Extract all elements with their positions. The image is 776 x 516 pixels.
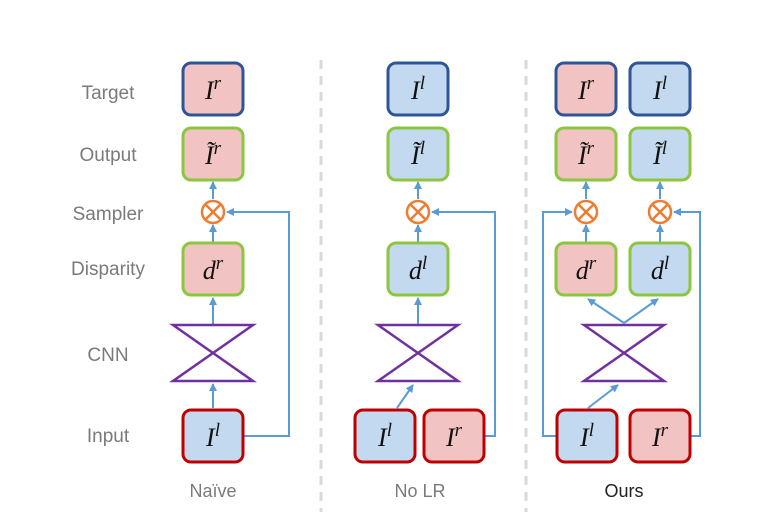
output-box (181, 126, 245, 182)
arrow-input-left-skip-to-sampler (542, 208, 573, 437)
row-label-disparity: Disparity (71, 259, 145, 280)
input-box (181, 408, 245, 464)
column-label-naive: Naïve (189, 481, 236, 501)
output-box (386, 126, 450, 182)
row-label-cnn: CNN (87, 345, 128, 366)
row-label-sampler: Sampler (73, 204, 144, 225)
disparity-left-label: dl (651, 253, 669, 285)
target-right-box (554, 61, 618, 117)
arrow-input-skip-to-sampler (226, 208, 290, 437)
disparity-left-box (628, 241, 692, 297)
input-label: Il (205, 420, 220, 452)
column-label-nolr: No LR (394, 481, 445, 501)
arrow-cnn-to-disparity-right (587, 298, 625, 324)
cnn-icon (580, 323, 668, 383)
target-label: Ir (204, 73, 222, 105)
disparity-label: dr (203, 253, 224, 285)
arrow-input-to-cnn (587, 384, 619, 409)
target-label: Il (410, 73, 425, 105)
cnn-icon (169, 323, 257, 383)
cnn-icon (374, 323, 462, 383)
arrow-input-skip-to-sampler (431, 208, 496, 437)
arrow-cnn-to-disparity-left (623, 298, 659, 324)
sampler-left-icon (647, 199, 673, 225)
target-left-label: Il (652, 73, 667, 105)
column-nolr: Il Ĩl dl Il Ir No LR (353, 61, 496, 501)
input-right-label: Ir (651, 420, 669, 452)
disparity-right-box (554, 241, 618, 297)
input-right-label: Ir (445, 420, 463, 452)
sampler-icon (200, 199, 226, 225)
arrow-input-right-skip-to-sampler (673, 208, 701, 437)
column-ours: Ir Il Ĩr Ĩl dr dl Il Ir Ours (542, 61, 701, 501)
input-left-box (555, 408, 619, 464)
column-label-ours: Ours (604, 481, 643, 501)
disparity-box (386, 241, 450, 297)
row-label-output: Output (79, 145, 137, 166)
output-left-box (628, 126, 692, 182)
row-label-target: Target (82, 83, 136, 104)
input-left-label: Il (579, 420, 594, 452)
disparity-box (181, 241, 245, 297)
input-right-box (422, 408, 486, 464)
target-left-box (628, 61, 692, 117)
column-naive: Ir Ĩr dr Il Naïve (169, 61, 290, 501)
input-right-box (628, 408, 692, 464)
row-label-input: Input (87, 426, 130, 447)
sampler-icon (405, 199, 431, 225)
arrow-input-to-cnn (396, 384, 414, 409)
target-right-label: Ir (577, 73, 595, 105)
target-box (386, 61, 450, 117)
output-right-box (554, 126, 618, 182)
disparity-right-label: dr (576, 253, 597, 285)
input-left-label: Il (377, 420, 392, 452)
row-labels: Target Output Sampler Disparity CNN Inpu… (71, 83, 145, 447)
disparity-label: dl (409, 253, 427, 285)
sampler-right-icon (573, 199, 599, 225)
input-left-box (353, 408, 417, 464)
target-box (181, 61, 245, 117)
